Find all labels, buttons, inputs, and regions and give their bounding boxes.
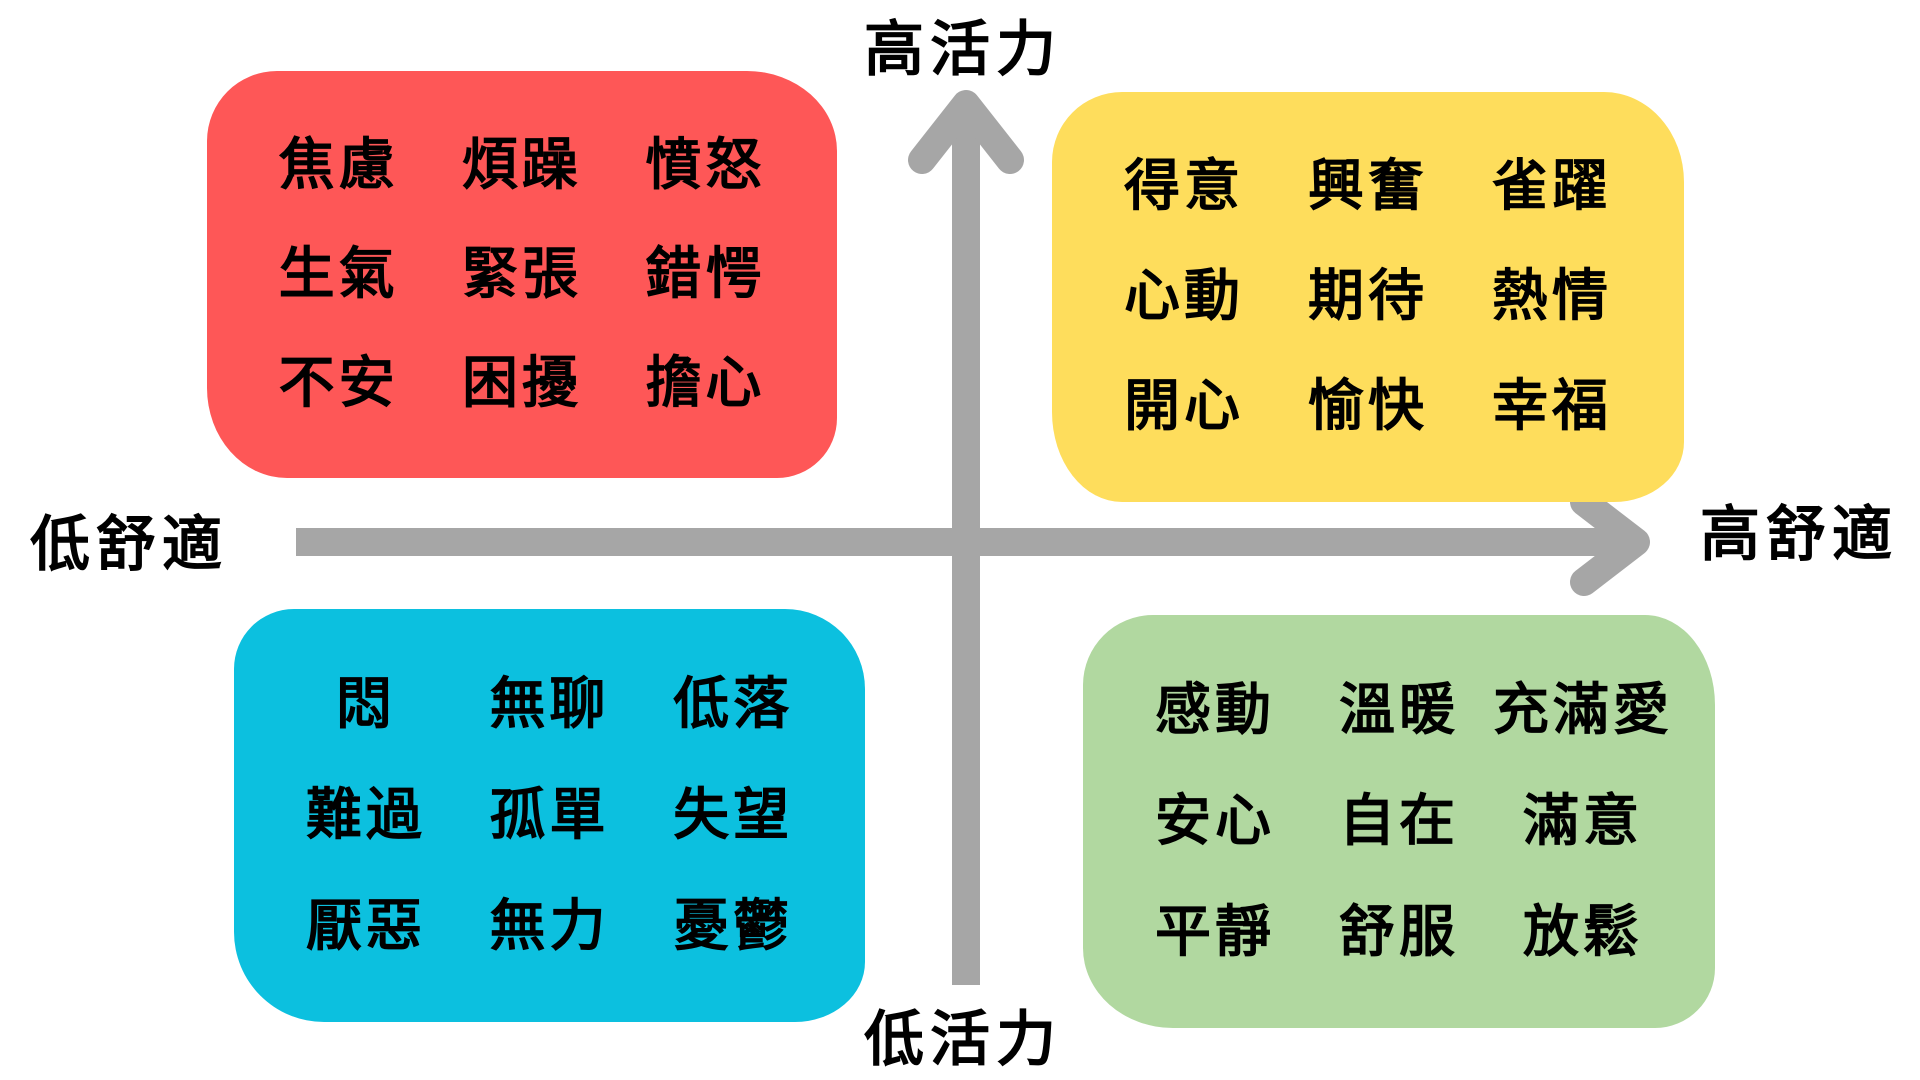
up-arrow-head — [908, 90, 1024, 174]
emotion-word: 心動 — [1124, 264, 1244, 329]
axis-label-low-energy: 低活力 — [864, 1005, 1062, 1075]
emotion-word: 生氣 — [278, 241, 399, 307]
emotion-word: 煩躁 — [461, 132, 582, 198]
emotion-word: 開心 — [1124, 374, 1244, 439]
emotion-word: 自在 — [1339, 788, 1459, 854]
axis-label-high-comfort: 高舒適 — [1700, 500, 1898, 570]
emotion-word: 溫暖 — [1339, 677, 1459, 743]
emotion-word: 失望 — [673, 782, 794, 848]
emotion-word: 憂鬱 — [673, 893, 794, 959]
emotion-word: 期待 — [1308, 264, 1428, 329]
quadrant-low-energy-low-comfort: 悶 無聊 低落 難過 孤單 失望 厭惡 無力 憂鬱 — [234, 609, 865, 1022]
emotion-word: 平靜 — [1155, 899, 1275, 965]
emotion-word: 難過 — [305, 782, 426, 848]
emotion-word: 充滿愛 — [1493, 677, 1673, 743]
emotion-word: 興奮 — [1308, 154, 1428, 219]
right-arrow-head — [1570, 488, 1650, 596]
quadrant-low-energy-high-comfort: 感動 溫暖 充滿愛 安心 自在 滿意 平靜 舒服 放鬆 — [1083, 615, 1715, 1028]
emotion-word: 焦慮 — [278, 132, 399, 198]
quadrant-high-energy-high-comfort: 得意 興奮 雀躍 心動 期待 熱情 開心 愉快 幸福 — [1052, 92, 1684, 502]
emotion-word: 困擾 — [461, 350, 582, 416]
emotion-word: 愉快 — [1308, 374, 1428, 439]
emotion-word: 熱情 — [1492, 264, 1612, 329]
emotion-word: 無力 — [489, 893, 610, 959]
emotion-word: 錯愕 — [645, 241, 766, 307]
emotion-word: 無聊 — [489, 671, 610, 737]
emotion-word: 安心 — [1155, 788, 1275, 854]
emotion-word: 厭惡 — [305, 893, 426, 959]
quadrant-high-energy-low-comfort: 焦慮 煩躁 憤怒 生氣 緊張 錯愕 不安 困擾 擔心 — [207, 71, 837, 478]
emotion-word: 擔心 — [645, 350, 766, 416]
emotion-word: 低落 — [673, 671, 794, 737]
emotion-word: 幸福 — [1492, 374, 1612, 439]
axis-label-low-comfort: 低舒適 — [30, 510, 228, 580]
emotion-word: 得意 — [1124, 154, 1244, 219]
axis-label-high-energy: 高活力 — [864, 15, 1062, 85]
emotion-word: 緊張 — [461, 241, 582, 307]
emotion-word: 感動 — [1155, 677, 1275, 743]
emotion-word: 滿意 — [1523, 788, 1643, 854]
emotion-word: 孤單 — [489, 782, 610, 848]
emotion-word: 不安 — [278, 350, 399, 416]
emotion-word: 憤怒 — [645, 132, 766, 198]
emotion-word: 雀躍 — [1492, 154, 1612, 219]
emotion-word: 舒服 — [1339, 899, 1459, 965]
emotion-word: 放鬆 — [1523, 899, 1643, 965]
emotion-word: 悶 — [335, 671, 396, 737]
